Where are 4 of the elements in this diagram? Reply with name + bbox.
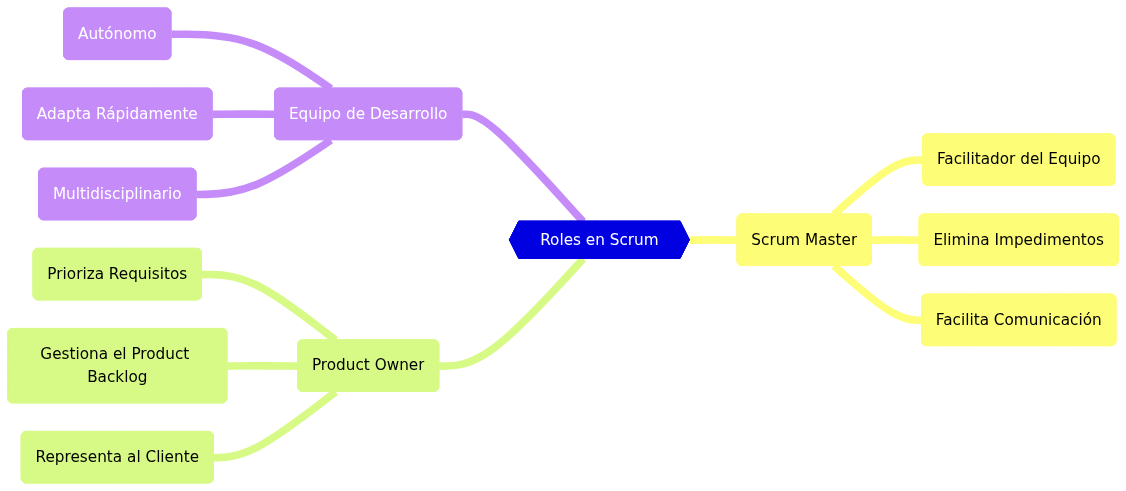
connector [871,236,920,245]
connector [689,236,738,245]
connector [227,362,299,370]
connector [212,110,276,119]
